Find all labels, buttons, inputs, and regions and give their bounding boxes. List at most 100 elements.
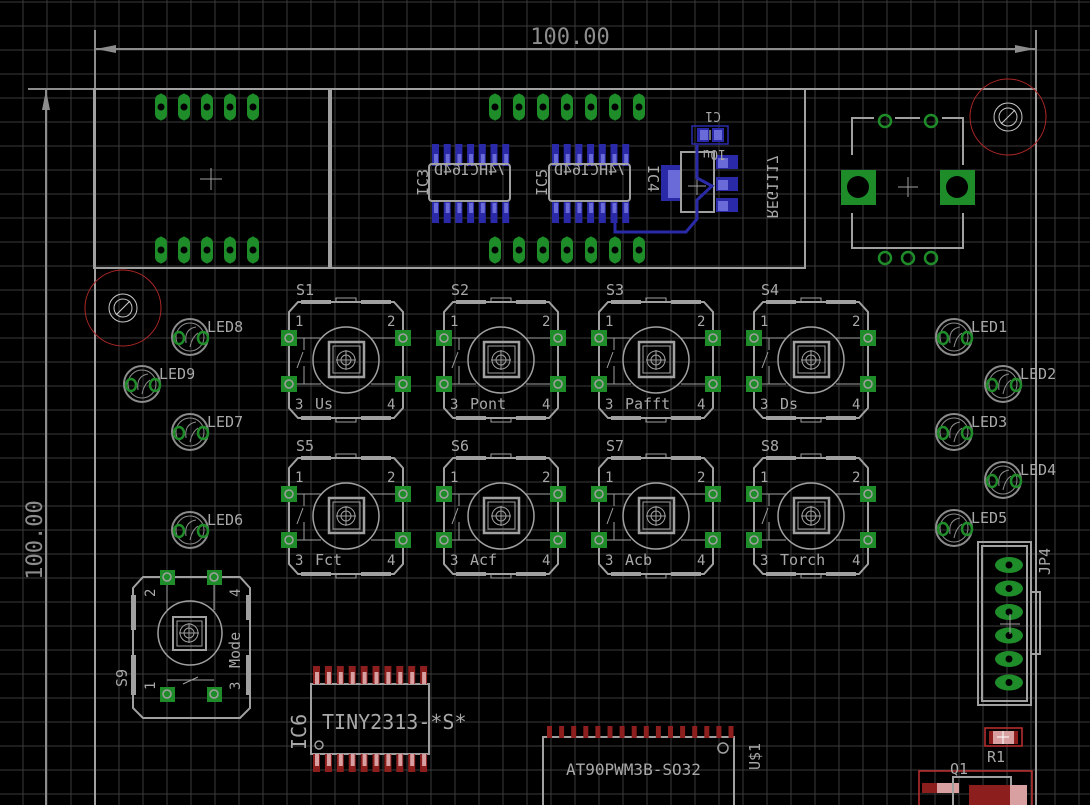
switch-pad[interactable] [395, 330, 411, 346]
switch-pad[interactable] [705, 330, 721, 346]
switch-pad[interactable] [746, 330, 762, 346]
led-led8[interactable]: LED8 [171, 318, 243, 356]
switch-pad[interactable] [436, 376, 452, 392]
switch-pad[interactable] [591, 532, 607, 548]
led-name-label: LED9 [159, 365, 195, 383]
switch-s9[interactable] [131, 570, 251, 719]
switch-pin2-label: 2 [387, 470, 395, 486]
switch-name-label: S2 [451, 281, 469, 299]
us1-at90pwm3b[interactable] [542, 726, 735, 805]
switch-pad[interactable] [395, 532, 411, 548]
led-led2[interactable]: LED2 [984, 365, 1056, 403]
dimension-horizontal-label: 100.00 [530, 25, 609, 50]
switch-value-label: Fct [315, 551, 342, 569]
s9-pin4-label: 4 [228, 589, 244, 597]
switch-pad[interactable] [705, 486, 721, 502]
ic6-tiny2313[interactable] [310, 666, 430, 772]
switch-pad[interactable] [746, 532, 762, 548]
switch-value-label: Acb [625, 551, 652, 569]
switch-pin2-label: 2 [697, 314, 705, 330]
copper-trace[interactable] [613, 145, 715, 234]
c1-capacitor[interactable] [691, 125, 729, 145]
switch-pad[interactable] [860, 330, 876, 346]
led-led5[interactable]: LED5 [935, 509, 1007, 547]
switch-pad[interactable] [860, 486, 876, 502]
arrow-right-icon [1015, 45, 1035, 53]
switch-name-label: S4 [761, 281, 779, 299]
switch-pad[interactable] [746, 486, 762, 502]
switch-pad[interactable] [591, 330, 607, 346]
ic5-name-label: IC5 [533, 169, 551, 196]
switch-pad[interactable] [550, 486, 566, 502]
switch-pin4-label: 4 [697, 397, 705, 413]
led-led3[interactable]: LED3 [935, 413, 1007, 451]
switch-pin2-label: 2 [542, 470, 550, 486]
led-led6[interactable]: LED6 [171, 511, 243, 549]
led-led1[interactable]: LED1 [935, 318, 1007, 356]
s9-name-label: S9 [113, 669, 131, 687]
ic6-name-label: IC6 [287, 714, 311, 750]
switch-pad[interactable] [705, 532, 721, 548]
switch-pad[interactable] [281, 330, 297, 346]
switch-pad[interactable] [436, 532, 452, 548]
switch-pad[interactable] [705, 376, 721, 392]
ic3-name-label: IC3 [414, 169, 432, 196]
switch-pad[interactable] [550, 532, 566, 548]
switch-pad[interactable] [436, 486, 452, 502]
switch-pad[interactable] [860, 532, 876, 548]
switch-pin3-label: 3 [760, 397, 768, 413]
switch-pad[interactable] [550, 376, 566, 392]
switch-pin4-label: 4 [387, 397, 395, 413]
switch-pad[interactable] [591, 376, 607, 392]
q1-transistor[interactable] [918, 770, 1033, 805]
ic4-name-label: IC4 [644, 165, 662, 192]
switch-pin4-label: 4 [852, 397, 860, 413]
s9-value-label: Mode [226, 632, 244, 668]
r1-resistor[interactable] [984, 727, 1023, 747]
switch-pin3-label: 3 [295, 553, 303, 569]
jp4-header[interactable] [977, 541, 1041, 706]
switch-pad[interactable] [860, 376, 876, 392]
switch-pad[interactable] [436, 330, 452, 346]
s9-pin1-label: 1 [143, 682, 159, 690]
switch-pad[interactable] [746, 376, 762, 392]
ic5-soic[interactable] [548, 144, 631, 223]
ic3-soic[interactable] [428, 144, 511, 223]
led-led4[interactable]: LED4 [984, 461, 1056, 499]
switch-pin1-label: 1 [760, 314, 768, 330]
switch-pad[interactable] [395, 376, 411, 392]
mounting-hole-left[interactable] [84, 269, 162, 347]
switch-pin4-label: 4 [852, 553, 860, 569]
switch-pad[interactable] [281, 376, 297, 392]
mounting-hole-top-right[interactable] [969, 78, 1047, 156]
led-led9[interactable]: LED9 [123, 365, 195, 403]
switch-value-label: Us [315, 395, 333, 413]
dc-jack[interactable] [841, 113, 975, 266]
switch-pad[interactable] [591, 486, 607, 502]
switch-value-label: Torch [780, 551, 825, 569]
switch-pad[interactable] [281, 532, 297, 548]
switch-name-label: S6 [451, 437, 469, 455]
switch-pad[interactable] [281, 486, 297, 502]
switch-value-label: Ds [780, 395, 798, 413]
switch-pin1-label: 1 [450, 314, 458, 330]
switch-pad[interactable] [395, 486, 411, 502]
ic4-regulator[interactable] [661, 151, 738, 213]
dimension-vertical[interactable]: 100.00 [23, 88, 95, 805]
header-module-left[interactable] [93, 88, 330, 269]
switch-pin1-label: 1 [605, 470, 613, 486]
ic6-value-label: TINY2313-*S* [322, 710, 467, 734]
led-led7[interactable]: LED7 [171, 413, 243, 451]
arrow-left-icon [96, 45, 116, 53]
header-module-middle[interactable] [330, 88, 806, 269]
switch-pad[interactable] [550, 330, 566, 346]
